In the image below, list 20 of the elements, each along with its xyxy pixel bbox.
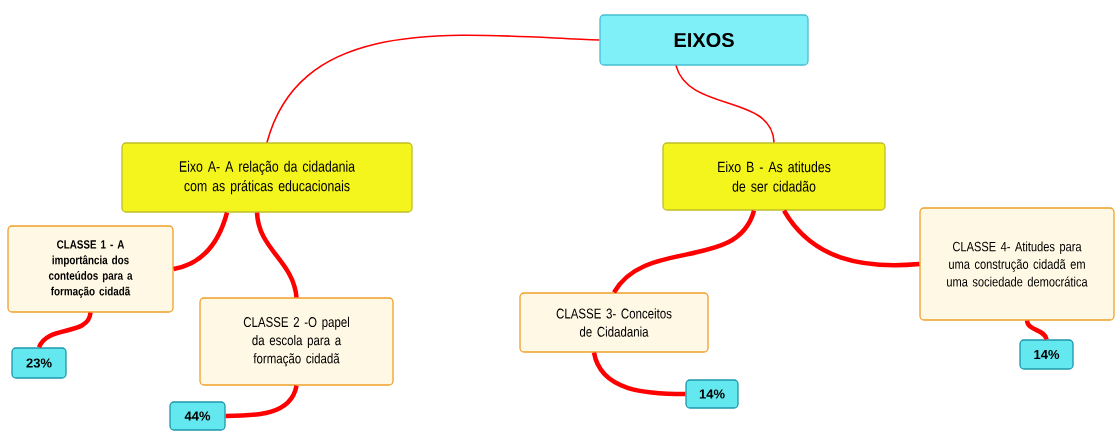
percentage-box: 44% [169,401,226,431]
axis-box: Eixo A- A relação da cidadania com as práticas educacionais [121,142,413,213]
connector-line [675,64,775,144]
axis-box: Eixo B - As atitudes de ser cidadão [662,142,886,211]
connector-line [782,209,920,268]
root-box: EIXOS [599,14,809,66]
connector-line [591,352,686,397]
category-box: CLASSE 2 -O papel da escola para a formação cidadã [199,297,394,386]
connector-line [254,212,299,298]
connector-line [612,209,757,294]
connector-line [266,34,601,144]
connector-line [173,212,230,272]
percentage-box: 14% [1019,339,1074,370]
category-box: CLASSE 3- Conceitos de Cidadania [519,292,709,353]
percentage-box: 23% [11,347,67,379]
connector-line [225,385,299,419]
percentage-box: 14% [685,379,739,409]
connector-line [1024,320,1049,341]
category-box: CLASSE 1 - A importância dos conteúdos para a formação cidadã [7,225,174,313]
category-box: CLASSE 4- Atitudes para uma construção cidadã em uma sociedade democrática [919,207,1115,321]
